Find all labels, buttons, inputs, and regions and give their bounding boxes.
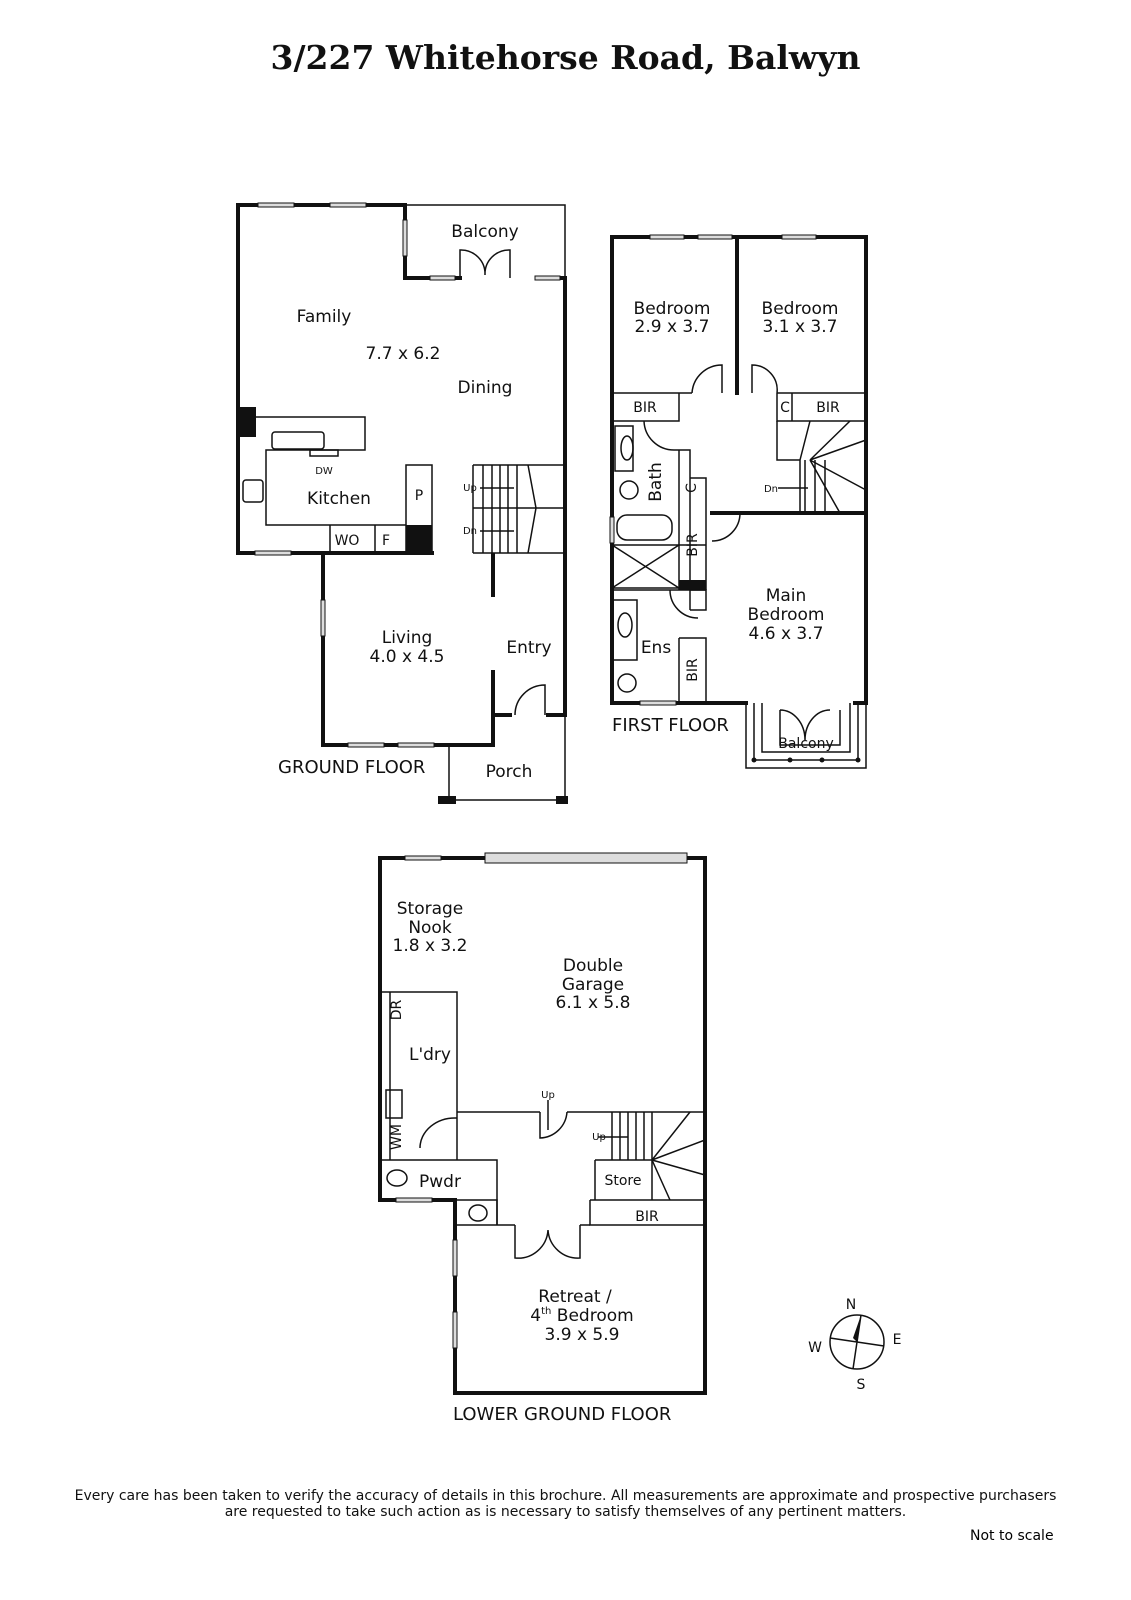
room-label-first-balcony: Balcony (778, 736, 834, 752)
disclaimer: Every care has been taken to verify the … (0, 1488, 1131, 1520)
bir-label-mid: BIR (685, 533, 701, 557)
room-label-bedroom-2: Bedroom (762, 299, 839, 319)
pantry-label: P (415, 488, 423, 504)
ground-floor-plan: Balcony Family 7.7 x 6.2 Dining DW Kitch… (236, 202, 568, 804)
room-label-bedroom-1: Bedroom (634, 299, 711, 319)
stair-down-label-first: Dn (764, 484, 778, 495)
floor-label-lower-ground: LOWER GROUND FLOOR (453, 1404, 671, 1425)
room-size-retreat: 3.9 x 5.9 (545, 1325, 620, 1345)
cupboard-label-top: C (780, 400, 790, 416)
page-title: 3/227 Whitehorse Road, Balwyn (270, 38, 861, 77)
room-label-main-bedroom-2: Bedroom (748, 605, 825, 625)
bir-label-left: BIR (633, 400, 657, 416)
room-size-garage: 6.1 x 5.8 (556, 993, 631, 1013)
dishwasher-label: DW (315, 466, 333, 477)
stair-up-label-b: Up (592, 1132, 606, 1143)
first-floor-plan: Bedroom 2.9 x 3.7 Bedroom 3.1 x 3.7 BIR … (609, 234, 868, 769)
compass-w: W (808, 1340, 822, 1356)
room-label-balcony: Balcony (451, 222, 518, 242)
room-size-living: 4.0 x 4.5 (370, 647, 445, 667)
cupboard-label-mid: C (684, 483, 700, 493)
room-label-laundry: L'dry (409, 1045, 451, 1065)
room-label-kitchen: Kitchen (307, 489, 371, 509)
room-label-garage-2: Garage (562, 975, 624, 995)
washing-machine-label: WM (389, 1124, 405, 1150)
room-size-main-bedroom: 4.6 x 3.7 (749, 624, 824, 644)
room-label-retreat-2: 4th Bedroom (530, 1306, 633, 1326)
room-label-main-bedroom-1: Main (766, 586, 807, 606)
bir-label-right: BIR (816, 400, 840, 416)
bir-label-ensuite: BIR (685, 658, 701, 682)
room-label-garage-1: Double (563, 956, 623, 976)
room-label-dining: Dining (458, 378, 513, 398)
room-label-family: Family (297, 307, 352, 327)
compass-icon: N S E W (808, 1297, 901, 1393)
compass-e: E (893, 1332, 902, 1348)
room-label-entry: Entry (506, 638, 551, 658)
room-label-ensuite: Ens (641, 638, 672, 658)
room-label-powder: Pwdr (419, 1172, 461, 1192)
room-size-family-dining: 7.7 x 6.2 (366, 344, 441, 364)
compass-s: S (857, 1377, 866, 1393)
fridge-label: F (382, 533, 390, 549)
room-label-store: Store (604, 1173, 641, 1189)
room-label-storage-2: Nook (408, 918, 452, 938)
stair-up-label: Up (463, 483, 477, 494)
room-size-bedroom-1: 2.9 x 3.7 (635, 317, 710, 337)
room-label-living: Living (382, 628, 433, 648)
walk-in-label: WO (335, 533, 360, 549)
compass-n: N (846, 1297, 856, 1313)
room-label-bath: Bath (646, 462, 666, 502)
room-size-storage: 1.8 x 3.2 (393, 936, 468, 956)
floor-label-ground: GROUND FLOOR (278, 757, 425, 778)
not-to-scale-note: Not to scale (970, 1528, 1054, 1544)
room-size-bedroom-2: 3.1 x 3.7 (763, 317, 838, 337)
floor-label-first: FIRST FLOOR (612, 715, 729, 736)
bir-label-lower: BIR (635, 1209, 659, 1225)
stair-up-label-a: Up (541, 1090, 555, 1101)
disclaimer-line-2: are requested to take such action as is … (224, 1504, 907, 1520)
room-label-storage-1: Storage (397, 899, 464, 919)
lower-ground-floor-plan: Storage Nook 1.8 x 3.2 Double Garage 6.1… (378, 852, 707, 1425)
room-label-retreat-1: Retreat / (538, 1287, 612, 1307)
dryer-label: DR (389, 999, 405, 1020)
room-label-porch: Porch (486, 762, 533, 782)
disclaimer-line-1: Every care has been taken to verify the … (74, 1488, 1057, 1504)
stair-down-label: Dn (463, 526, 477, 537)
